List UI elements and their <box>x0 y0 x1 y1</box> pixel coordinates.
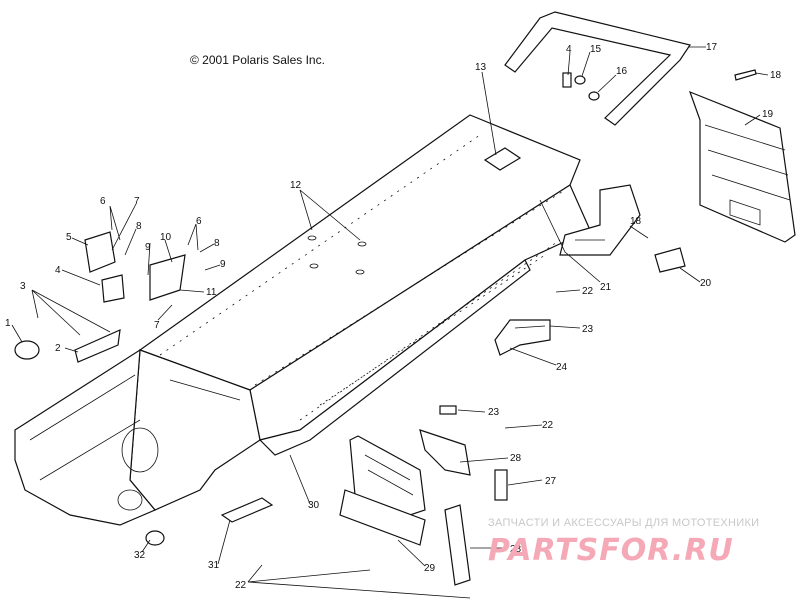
callout-3: 3 <box>20 281 26 292</box>
callout-1: 1 <box>5 318 11 329</box>
callout-13: 13 <box>475 62 487 73</box>
callout-4-top: 4 <box>566 44 572 55</box>
reflector <box>654 247 686 273</box>
callout-29: 29 <box>424 563 436 574</box>
callout-28b: 28 <box>510 544 522 555</box>
strip-28 <box>444 504 471 586</box>
watermark-caption: ЗАПЧАСТИ И АКСЕССУАРЫ ДЛЯ МОТОТЕХНИКИ <box>488 517 759 529</box>
callout-19: 19 <box>762 109 774 120</box>
callout-28a: 28 <box>510 453 522 464</box>
rear-bracket <box>559 184 641 256</box>
copyright-notice: © 2001 Polaris Sales Inc. <box>190 53 325 67</box>
callout-12: 12 <box>290 180 302 191</box>
callout-23a: 23 <box>582 324 594 335</box>
callout-15: 15 <box>590 44 602 55</box>
callout-8b: 8 <box>214 238 220 249</box>
callout-22b: 22 <box>542 420 554 431</box>
callout-20: 20 <box>700 278 712 289</box>
callout-32: 32 <box>134 550 146 561</box>
front-brackets <box>14 231 186 363</box>
pad-23 <box>439 405 457 415</box>
callout-5: 5 <box>66 232 72 243</box>
callout-7b: 7 <box>154 320 160 331</box>
callout-22a: 22 <box>582 286 594 297</box>
callout-18b: 18 <box>630 216 642 227</box>
bolt-and-nuts <box>562 72 600 101</box>
bracket-28 <box>419 429 471 476</box>
callout-21: 21 <box>600 282 612 293</box>
snow-flap <box>688 90 796 243</box>
callout-22c: 22 <box>235 580 247 591</box>
rear-grab-handle <box>504 11 691 126</box>
watermark-logo: PARTSFOR.RU <box>488 533 734 568</box>
callout-4: 4 <box>55 265 61 276</box>
callout-23b: 23 <box>488 407 500 418</box>
callout-9b: 9 <box>220 259 226 270</box>
chassis-tunnel <box>14 114 591 526</box>
callout-11: 11 <box>206 287 217 298</box>
callout-30: 30 <box>308 500 320 511</box>
callout-10: 10 <box>160 232 172 243</box>
callout-labels: 1 2 3 4 5 6 7 8 9 10 6 8 9 11 7 12 13 4 … <box>5 42 782 591</box>
lower-plate <box>339 489 426 546</box>
callout-18a: 18 <box>770 70 782 81</box>
callout-17: 17 <box>706 42 718 53</box>
leader-lines <box>11 46 769 599</box>
callout-31: 31 <box>208 560 220 571</box>
callout-8a: 8 <box>136 221 142 232</box>
callout-2: 2 <box>55 343 61 354</box>
callout-24: 24 <box>556 362 568 373</box>
callout-16: 16 <box>616 66 628 77</box>
bolt-18 <box>734 69 757 81</box>
callout-6b: 6 <box>196 216 202 227</box>
callout-7a: 7 <box>134 196 140 207</box>
grip-27 <box>494 469 508 501</box>
running-board-bracket <box>494 319 551 356</box>
callout-27: 27 <box>545 476 557 487</box>
callout-6a: 6 <box>100 196 106 207</box>
plug <box>145 530 165 546</box>
callout-9a: 9 <box>145 242 151 253</box>
skid-plate <box>220 497 274 523</box>
